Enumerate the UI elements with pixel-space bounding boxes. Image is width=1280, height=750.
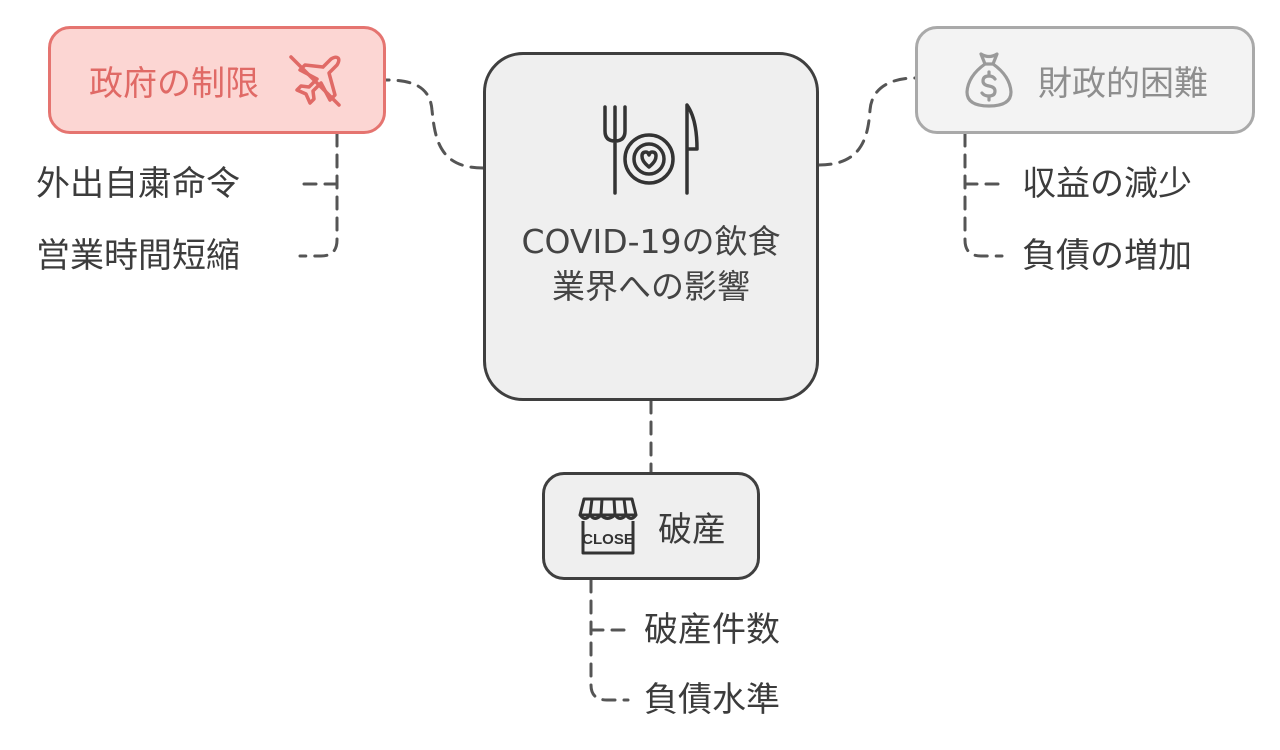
closed-store-icon-text: CLOSE xyxy=(582,531,634,548)
bankruptcy-item-count[interactable]: 破産件数 xyxy=(644,610,780,650)
branch-bankruptcy-label: 破産 xyxy=(658,509,726,550)
airplane-off-icon xyxy=(289,55,341,107)
financial-item-revenue-decline[interactable]: 収益の減少 xyxy=(1022,164,1192,204)
connector-center-government xyxy=(384,78,485,170)
fork-knife-plate-heart-icon xyxy=(603,103,699,195)
branch-financial-difficulties[interactable]: 財政的困難 xyxy=(915,26,1255,134)
government-item-reduced-hours[interactable]: 営業時間短縮 xyxy=(36,236,240,276)
connector-bankruptcy-items xyxy=(589,578,630,702)
central-topic-node[interactable]: COVID-19の飲食業界への影響 xyxy=(483,52,819,401)
financial-item-debt-increase[interactable]: 負債の増加 xyxy=(1022,236,1192,276)
branch-government-restrictions[interactable]: 政府の制限 xyxy=(48,26,386,134)
government-item-stay-home-order[interactable]: 外出自粛命令 xyxy=(36,164,240,204)
connector-center-financial xyxy=(817,76,917,167)
connector-government-items xyxy=(298,132,339,258)
branch-government-label: 政府の制限 xyxy=(89,63,259,104)
bankruptcy-item-debt-level[interactable]: 負債水準 xyxy=(644,680,780,720)
branch-financial-label: 財政的困難 xyxy=(1038,63,1208,104)
money-bag-icon xyxy=(965,52,1013,108)
branch-bankruptcy[interactable]: CLOSE 破産 xyxy=(542,472,760,580)
closed-store-icon: CLOSE xyxy=(578,497,638,555)
central-topic-title: COVID-19の飲食業界への影響 xyxy=(521,222,781,306)
connector-financial-items xyxy=(963,132,1004,258)
